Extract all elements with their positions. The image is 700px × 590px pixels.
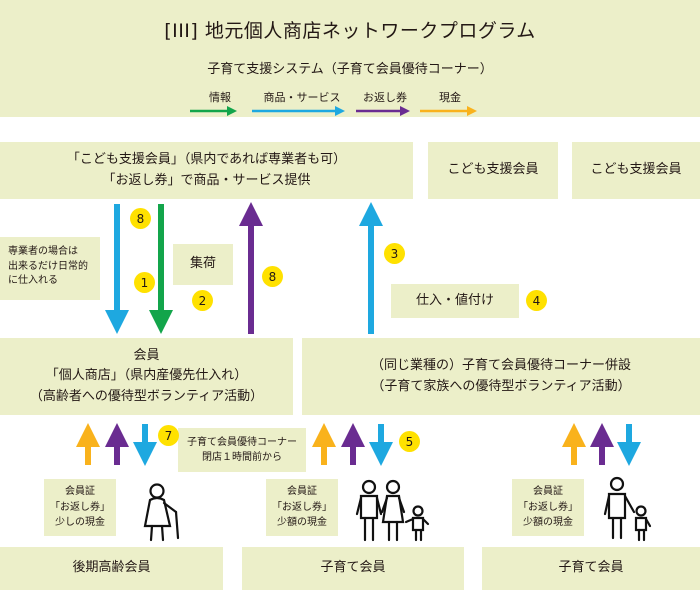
elderly-person-icon (143, 483, 180, 542)
card-parent-line1: 会員証 (533, 486, 563, 498)
corner-line1: （同じ業種の）子育て会員優待コーナー併設 (370, 358, 631, 374)
card-box-family: 会員証 「お返し券」 少額の現金 (266, 479, 338, 536)
legend-label-voucher: お返し券 (363, 91, 407, 104)
badge-2: 2 (192, 290, 213, 311)
card-family-line2: 「お返し券」 (272, 501, 332, 513)
card-elderly-line2: 「お返し券」 (50, 501, 110, 513)
family-icon (355, 479, 430, 542)
member-shop-box: 会員 「個人商店」（県内産優先仕入れ） （高齢者への優待型ボランティア活動） (0, 338, 293, 415)
page-title: [III] 地元個人商店ネットワークプログラム (164, 20, 536, 42)
bottom-elderly-member: 後期高齢会員 (0, 547, 223, 590)
note-line2: 出来るだけ日常的 (8, 260, 88, 272)
badge-7: 7 (158, 425, 179, 446)
page-subtitle: 子育て支援システム（子育て会員優待コーナー） (207, 62, 493, 77)
supporter-box-3: こども支援会員 (572, 142, 700, 199)
badge-1: 1 (134, 272, 155, 293)
corner-hours-line1: 子育て会員優待コーナー (187, 436, 297, 448)
corner-line2: （子育て家族への優待型ボランティア活動） (371, 378, 631, 394)
pricing-box: 仕入・値付け (391, 284, 519, 318)
supporter-main-line2: 「お返し券」で商品・サービス提供 (102, 172, 311, 188)
card-parent-line3: 少額の現金 (523, 517, 573, 529)
badge-3: 3 (384, 243, 405, 264)
note-line1: 専業者の場合は (8, 246, 78, 257)
header-band (0, 0, 700, 117)
member-shop-line3: （高齢者への優待型ボランティア活動） (29, 388, 264, 404)
badge-5: 5 (399, 431, 420, 452)
parent-child-icon (603, 476, 652, 542)
legend-label-goods: 商品・サービス (263, 91, 341, 104)
member-shop-line2: 「個人商店」（県内産優先仕入れ） (45, 368, 248, 384)
badge-8-right: 8 (262, 266, 283, 287)
supporter-box-2: こども支援会員 (428, 142, 558, 199)
pickup-box: 集荷 (173, 244, 233, 285)
note-line3: に仕入れる (8, 275, 58, 286)
legend-label-cash: 現金 (439, 91, 461, 104)
bottom-parent-member: 子育て会員 (482, 547, 700, 590)
supporter-main-box: 「こども支援会員」（県内であれば専業者も可） 「お返し券」で商品・サービス提供 (0, 142, 413, 199)
corner-hours-line2: 閉店１時間前から (202, 452, 282, 463)
card-family-line3: 少額の現金 (277, 517, 327, 529)
corner-box: （同じ業種の）子育て会員優待コーナー併設 （子育て家族への優待型ボランティア活動… (302, 338, 700, 415)
card-elderly-line3: 少しの現金 (55, 517, 105, 529)
card-box-elderly: 会員証 「お返し券」 少しの現金 (44, 479, 116, 536)
member-shop-line1: 会員 (133, 348, 160, 364)
card-box-parent: 会員証 「お返し券」 少額の現金 (512, 479, 584, 536)
legend-label-info: 情報 (209, 91, 231, 104)
card-family-line1: 会員証 (287, 486, 317, 498)
badge-4: 4 (526, 290, 547, 311)
corner-hours-box: 子育て会員優待コーナー 閉店１時間前から (178, 428, 306, 472)
card-elderly-line1: 会員証 (65, 486, 95, 498)
bottom-family-member: 子育て会員 (242, 547, 464, 590)
badge-8-left: 8 (130, 208, 151, 229)
supporter-main-line1: 「こども支援会員」（県内であれば専業者も可） (66, 152, 347, 168)
note-box: 専業者の場合は 出来るだけ日常的 に仕入れる (0, 237, 100, 300)
card-parent-line2: 「お返し券」 (518, 501, 578, 513)
